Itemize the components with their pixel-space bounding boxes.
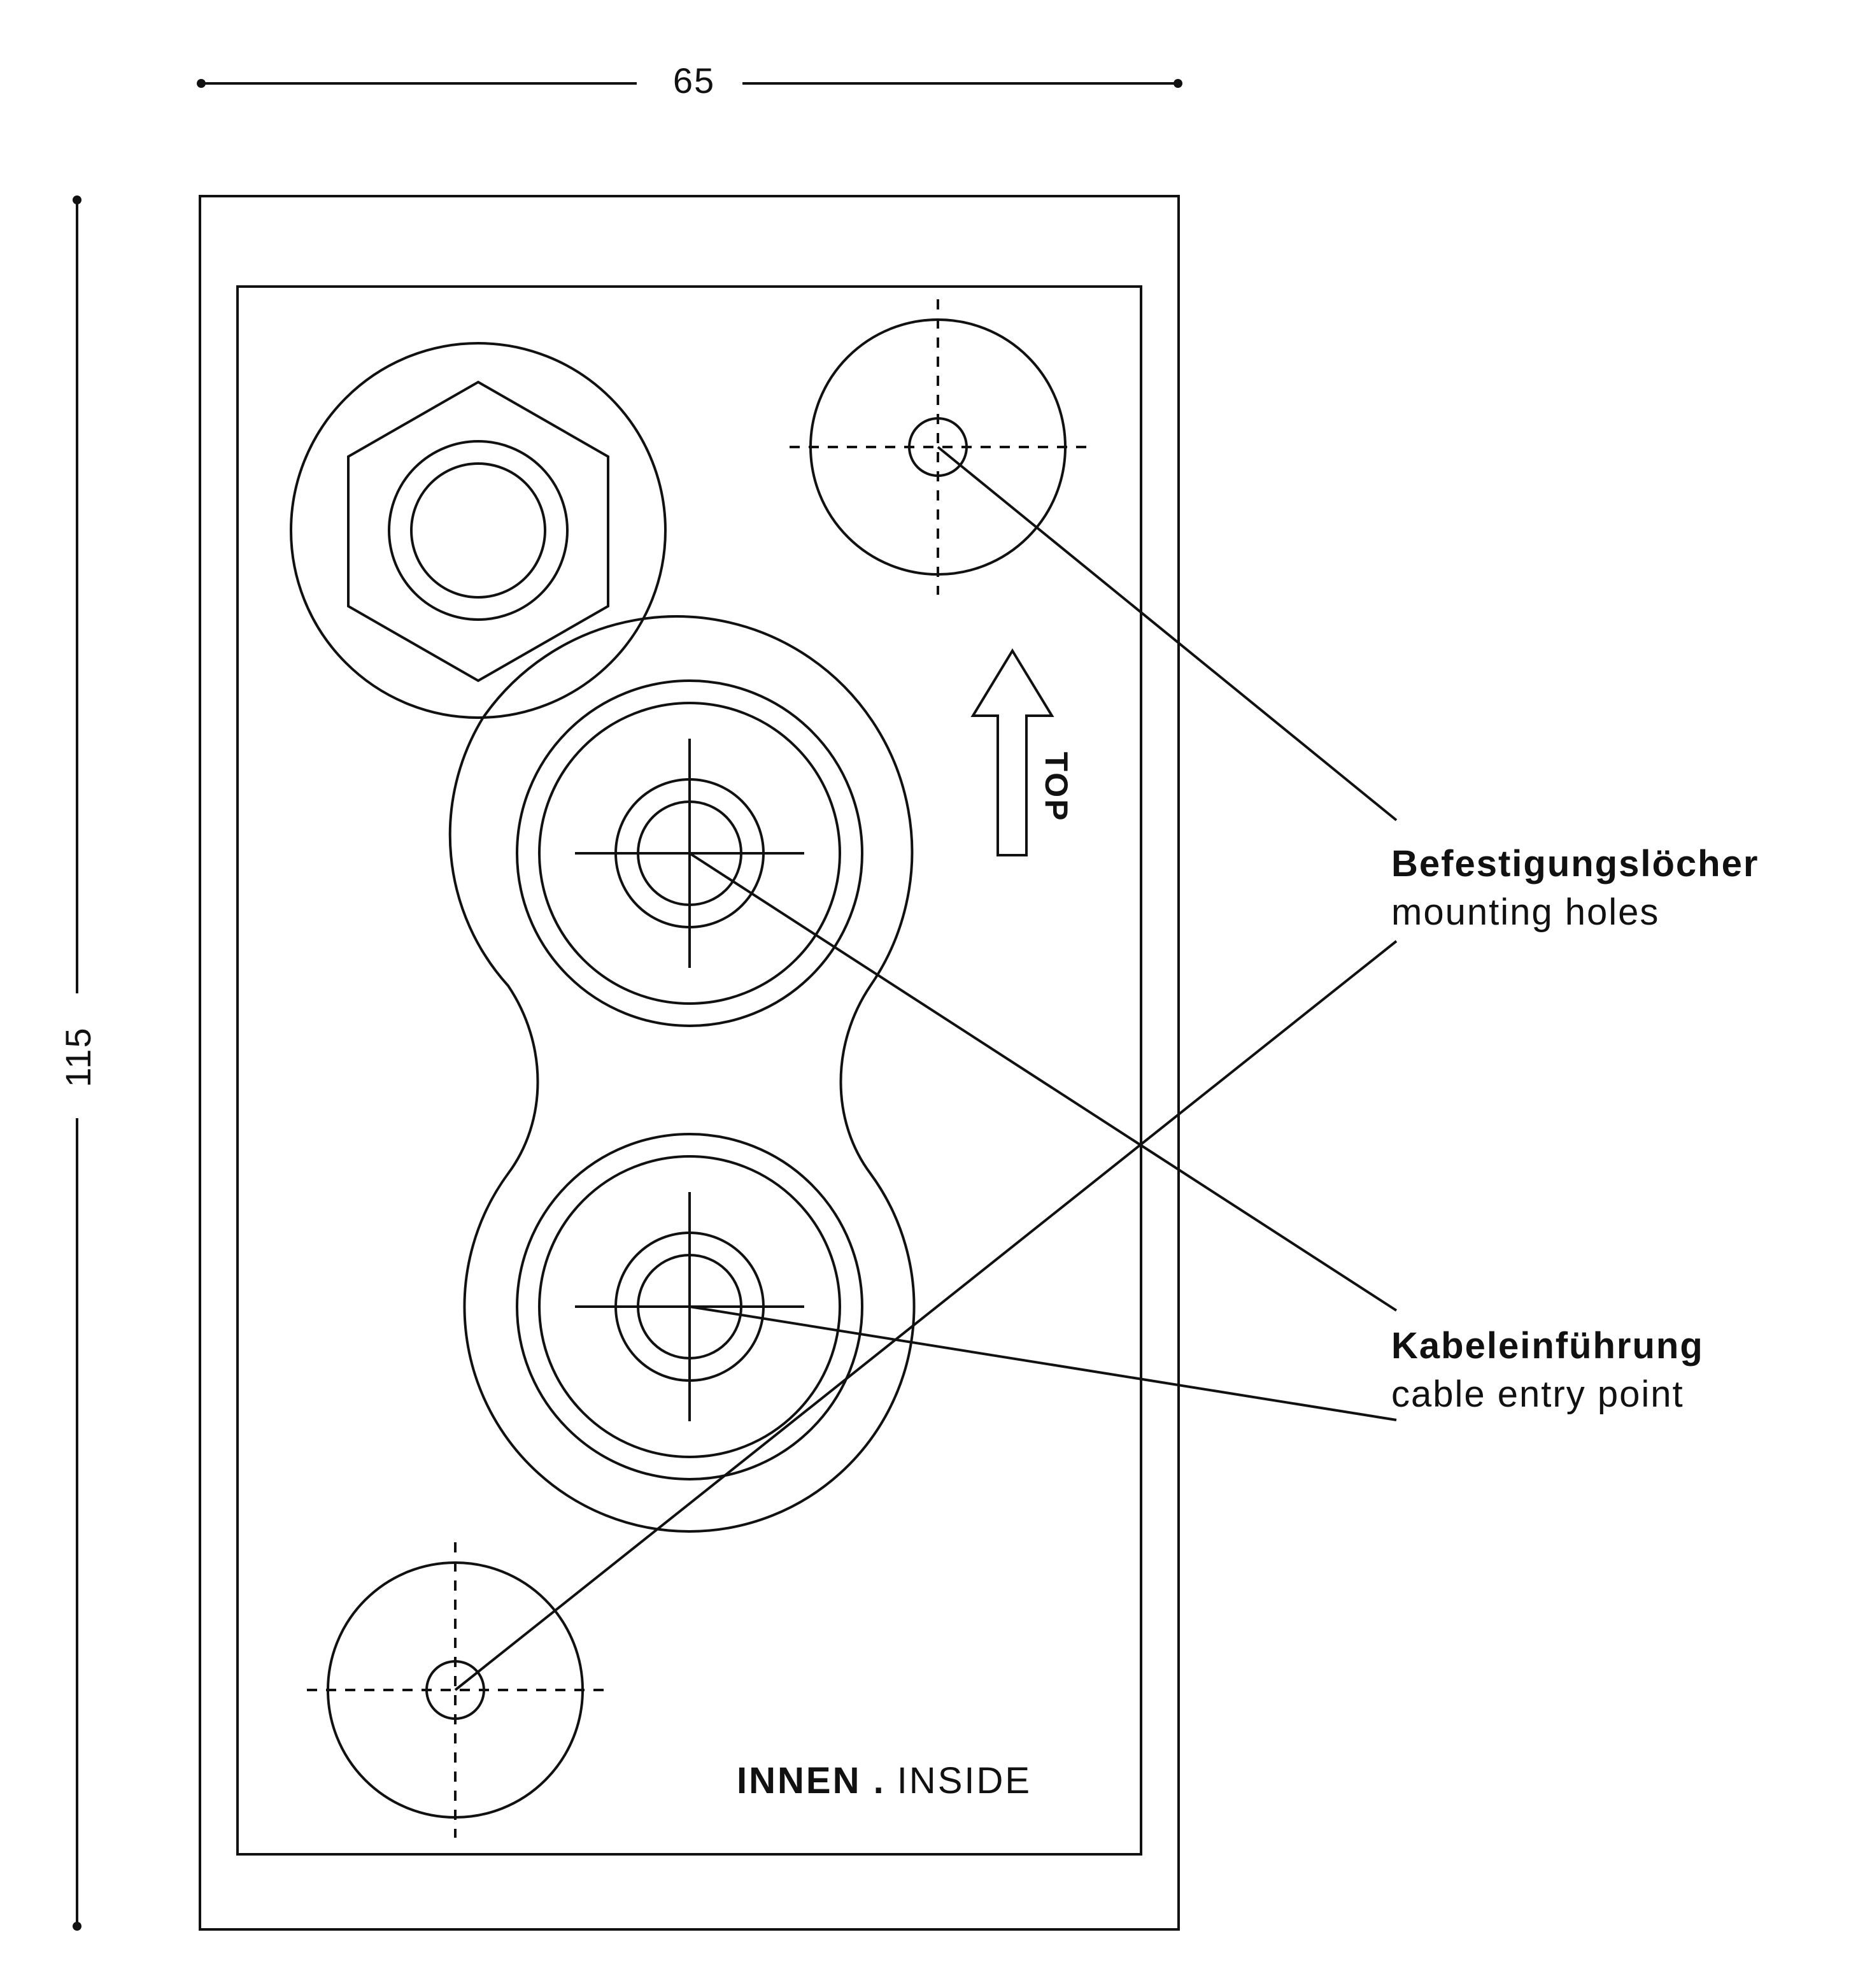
side-marking-de: INNEN . — [737, 1760, 886, 1801]
width-dimension-end-left — [197, 79, 206, 88]
cable-entry-label-de: Kabeleinführung — [1391, 1325, 1704, 1367]
leader-mounting-bottom — [454, 940, 1398, 1691]
up-arrow-icon — [970, 648, 1054, 856]
leader-mounting-top — [937, 446, 1398, 821]
width-dimension: 65 — [197, 60, 1182, 101]
side-marking: INNEN . INSIDE — [737, 1760, 1032, 1801]
height-dimension-label: 115 — [58, 1026, 98, 1087]
hex-nut-fitting — [290, 342, 667, 719]
hex-nut-icon — [347, 380, 609, 683]
leader-cable-upper — [688, 852, 1398, 1312]
fitting-outer-circle — [290, 342, 667, 719]
height-dimension: 115 — [58, 195, 98, 1931]
cable-grommet-outline — [448, 615, 916, 1533]
leader-cable-lower — [689, 1305, 1397, 1421]
callout-cable-entry: Kabeleinführung cable entry point — [1391, 1325, 1704, 1415]
cable-entry-upper-ring-inner — [538, 702, 841, 1005]
plate-outer-frame — [199, 195, 1180, 1931]
height-dimension-end-top — [73, 195, 82, 204]
cable-entry-upper-ring-outer — [516, 679, 863, 1027]
cable-entry-lower-ring-outer — [516, 1133, 863, 1480]
top-label: TOP — [1039, 752, 1074, 823]
callout-mounting-holes: Befestigungslöcher mounting holes — [1391, 843, 1759, 933]
nut-bore-circle — [410, 462, 546, 599]
mounting-hole-bottom-left — [307, 1542, 604, 1838]
top-orientation-marker: TOP — [970, 648, 1074, 856]
side-marking-en: INSIDE — [897, 1760, 1032, 1801]
height-dimension-end-bottom — [73, 1922, 82, 1931]
nut-washer-circle — [388, 440, 569, 621]
cable-entry-lower-ring-inner — [538, 1155, 841, 1458]
cable-entry-lower — [516, 1133, 863, 1480]
width-dimension-end-right — [1174, 79, 1182, 88]
side-marking-text: INNEN . INSIDE — [737, 1760, 1032, 1801]
mounting-holes-label-de: Befestigungslöcher — [1391, 843, 1759, 884]
width-dimension-label: 65 — [673, 60, 715, 101]
plate-inner-frame — [236, 285, 1142, 1856]
cable-entry-label-en: cable entry point — [1391, 1374, 1684, 1415]
leader-lines — [454, 446, 1398, 1691]
mounting-hole-top-right — [790, 299, 1086, 595]
mounting-holes-label-en: mounting holes — [1391, 891, 1659, 933]
